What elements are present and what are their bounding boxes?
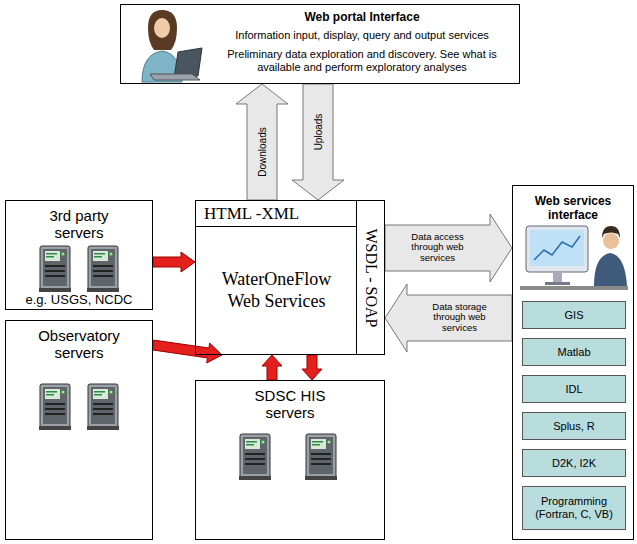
panel-title: Web portal Interface xyxy=(213,10,511,24)
protocol-band: HTML -XML xyxy=(196,201,357,227)
box-title: 3rd party servers xyxy=(29,207,129,242)
tool-label: Matlab xyxy=(557,346,590,359)
data-flow-arrow xyxy=(153,252,195,272)
arrow-label: Data access through web services xyxy=(396,232,480,263)
data-flow-arrow xyxy=(262,355,282,380)
protocol-band: WSDL - SOAP xyxy=(357,205,383,350)
woman-illustration xyxy=(142,10,202,82)
tool-label: GIS xyxy=(565,309,584,322)
client-panel: Web services interfaceGIS MatlabIDL Splus,… xyxy=(512,185,634,540)
service-name: WaterOneFlow Web Services xyxy=(196,227,357,354)
arrow-label: Uploads xyxy=(313,112,324,153)
arrow-label: Downloads xyxy=(257,125,268,178)
tool-label: IDL xyxy=(565,383,582,396)
tool-box: GIS xyxy=(522,301,626,329)
panel-text: Preliminary data exploration and discove… xyxy=(213,48,511,74)
tool-label: Programming (Fortran, C, VB) xyxy=(527,495,621,520)
box-title: Observatory servers xyxy=(29,327,129,362)
tool-label: D2K, I2K xyxy=(552,457,596,470)
box-title: SDSC HIS servers xyxy=(240,387,340,422)
data-flow-arrow xyxy=(302,355,322,380)
tool-box: Matlab xyxy=(522,338,626,366)
man-illustration xyxy=(520,226,628,290)
tool-box: Splus, R xyxy=(522,412,626,440)
server-group-box: 3rd party servers e.g. USGS, NCDC xyxy=(5,200,153,310)
tool-box: IDL xyxy=(522,375,626,403)
data-flow-arrow xyxy=(152,340,222,363)
tool-box: D2K, I2K xyxy=(522,449,626,477)
box-note: e.g. USGS, NCDC xyxy=(26,293,133,308)
arrow-label: Data storage through web services xyxy=(418,302,502,333)
server-group-box: SDSC HIS servers xyxy=(195,380,385,540)
service-box: HTML -XMLWaterOneFlow Web ServicesWSDL -… xyxy=(195,200,385,355)
panel-text: Information input, display, query and ou… xyxy=(213,29,511,42)
block-arrow xyxy=(236,84,288,200)
panel-title: Web services interface xyxy=(526,194,621,223)
block-arrow xyxy=(292,84,344,200)
tool-label: Splus, R xyxy=(553,420,595,433)
block-arrow xyxy=(385,284,512,352)
server-group-box: Observatory servers xyxy=(5,320,153,540)
portal-box: Web portal InterfaceInformation input, d… xyxy=(120,4,520,84)
block-arrow xyxy=(385,214,512,282)
tool-box: Programming (Fortran, C, VB) xyxy=(522,486,626,530)
divider-line xyxy=(356,201,357,354)
